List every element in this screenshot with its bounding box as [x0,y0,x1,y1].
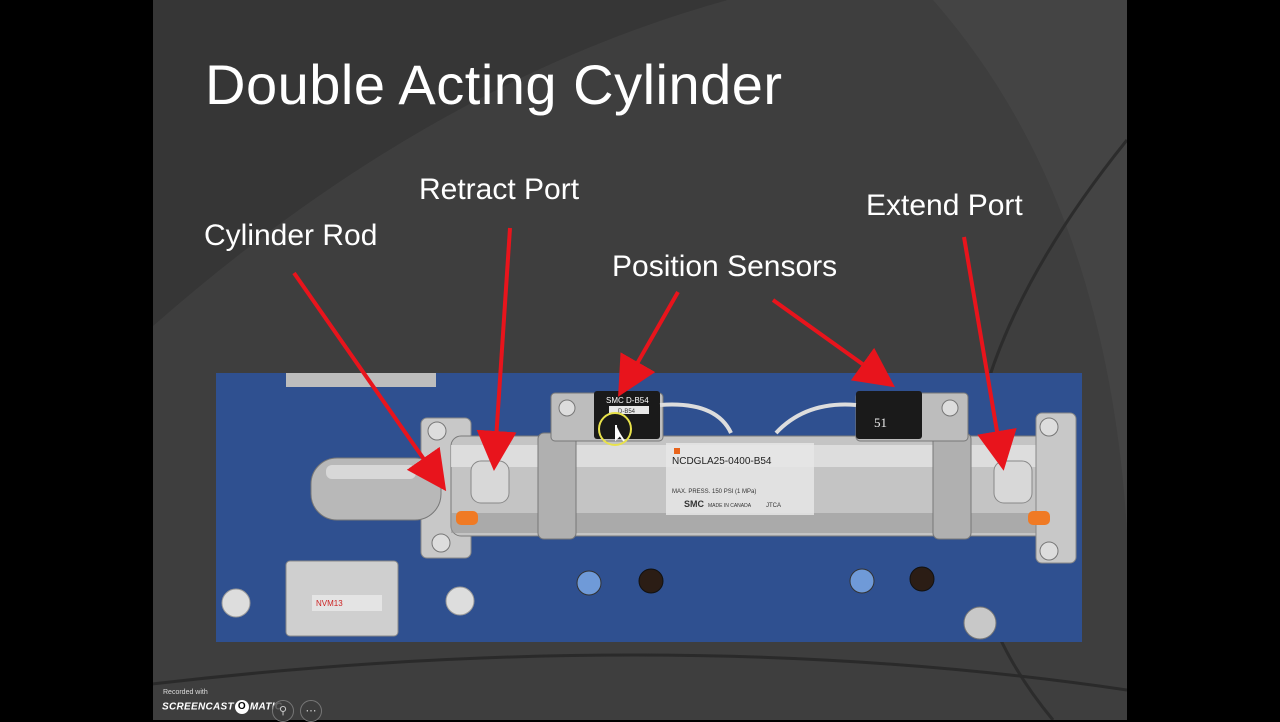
pressure-rating: MAX. PRESS. 150 PSI (1 MPa) [672,489,756,495]
cursor-highlight [598,412,632,446]
label-extend-port: Extend Port [866,189,1023,222]
logo-right: MATIC [249,701,283,713]
brand-mark: SMC [684,499,705,509]
label-cylinder-rod: Cylinder Rod [204,219,378,252]
position-sensor-right [856,391,922,439]
slide: Double Acting Cylinder Cylinder Rod Retr… [153,0,1127,720]
cylinder-photo: SMC D-B54 D-B54 51 NCDGLA25-0400-B54 MAX… [216,373,1082,642]
model-number: NCDGLA25-0400-B54 [672,456,772,467]
sensor-left-label: SMC D-B54 [606,396,649,405]
extend-port [993,460,1033,504]
right-mount [1035,412,1077,564]
extend-port-fitting [1028,511,1050,525]
sensor-right-label: 51 [874,415,887,430]
logo-o: O [234,700,249,714]
search-icon[interactable]: ⚲ [272,700,294,722]
bolt-icon [431,533,451,553]
retract-port [470,460,510,504]
cursor-icon [615,425,625,442]
slide-title: Double Acting Cylinder [205,53,783,116]
position-sensor-left [594,391,660,439]
sensor-left-sublabel: D-B54 [618,409,636,415]
bolt-icon [1039,541,1059,561]
fitting [638,568,664,594]
bolt-icon [1039,417,1059,437]
recorded-with-text: Recorded with [163,689,208,696]
cylinder-illustration: SMC D-B54 D-B54 51 NCDGLA25-0400-B54 MAX… [216,373,1082,642]
valve-label: NVM13 [316,599,343,608]
band [537,432,577,540]
cert-mark: JTCA [766,503,781,509]
fitting [849,568,875,594]
more-icon[interactable]: ⋯ [300,700,322,722]
bolt-icon [427,421,447,441]
label-retract-port: Retract Port [419,173,580,206]
fitting [909,566,935,592]
barrel-label [666,443,814,515]
retract-port-fitting [456,511,478,525]
logo-left: SCREENCAST [162,701,234,713]
label-position-sensors: Position Sensors [612,250,838,283]
fitting [963,606,997,640]
top-bracket [286,373,436,387]
fitting [576,570,602,596]
made-in: MADE IN CANADA [708,503,752,509]
band [932,432,972,540]
